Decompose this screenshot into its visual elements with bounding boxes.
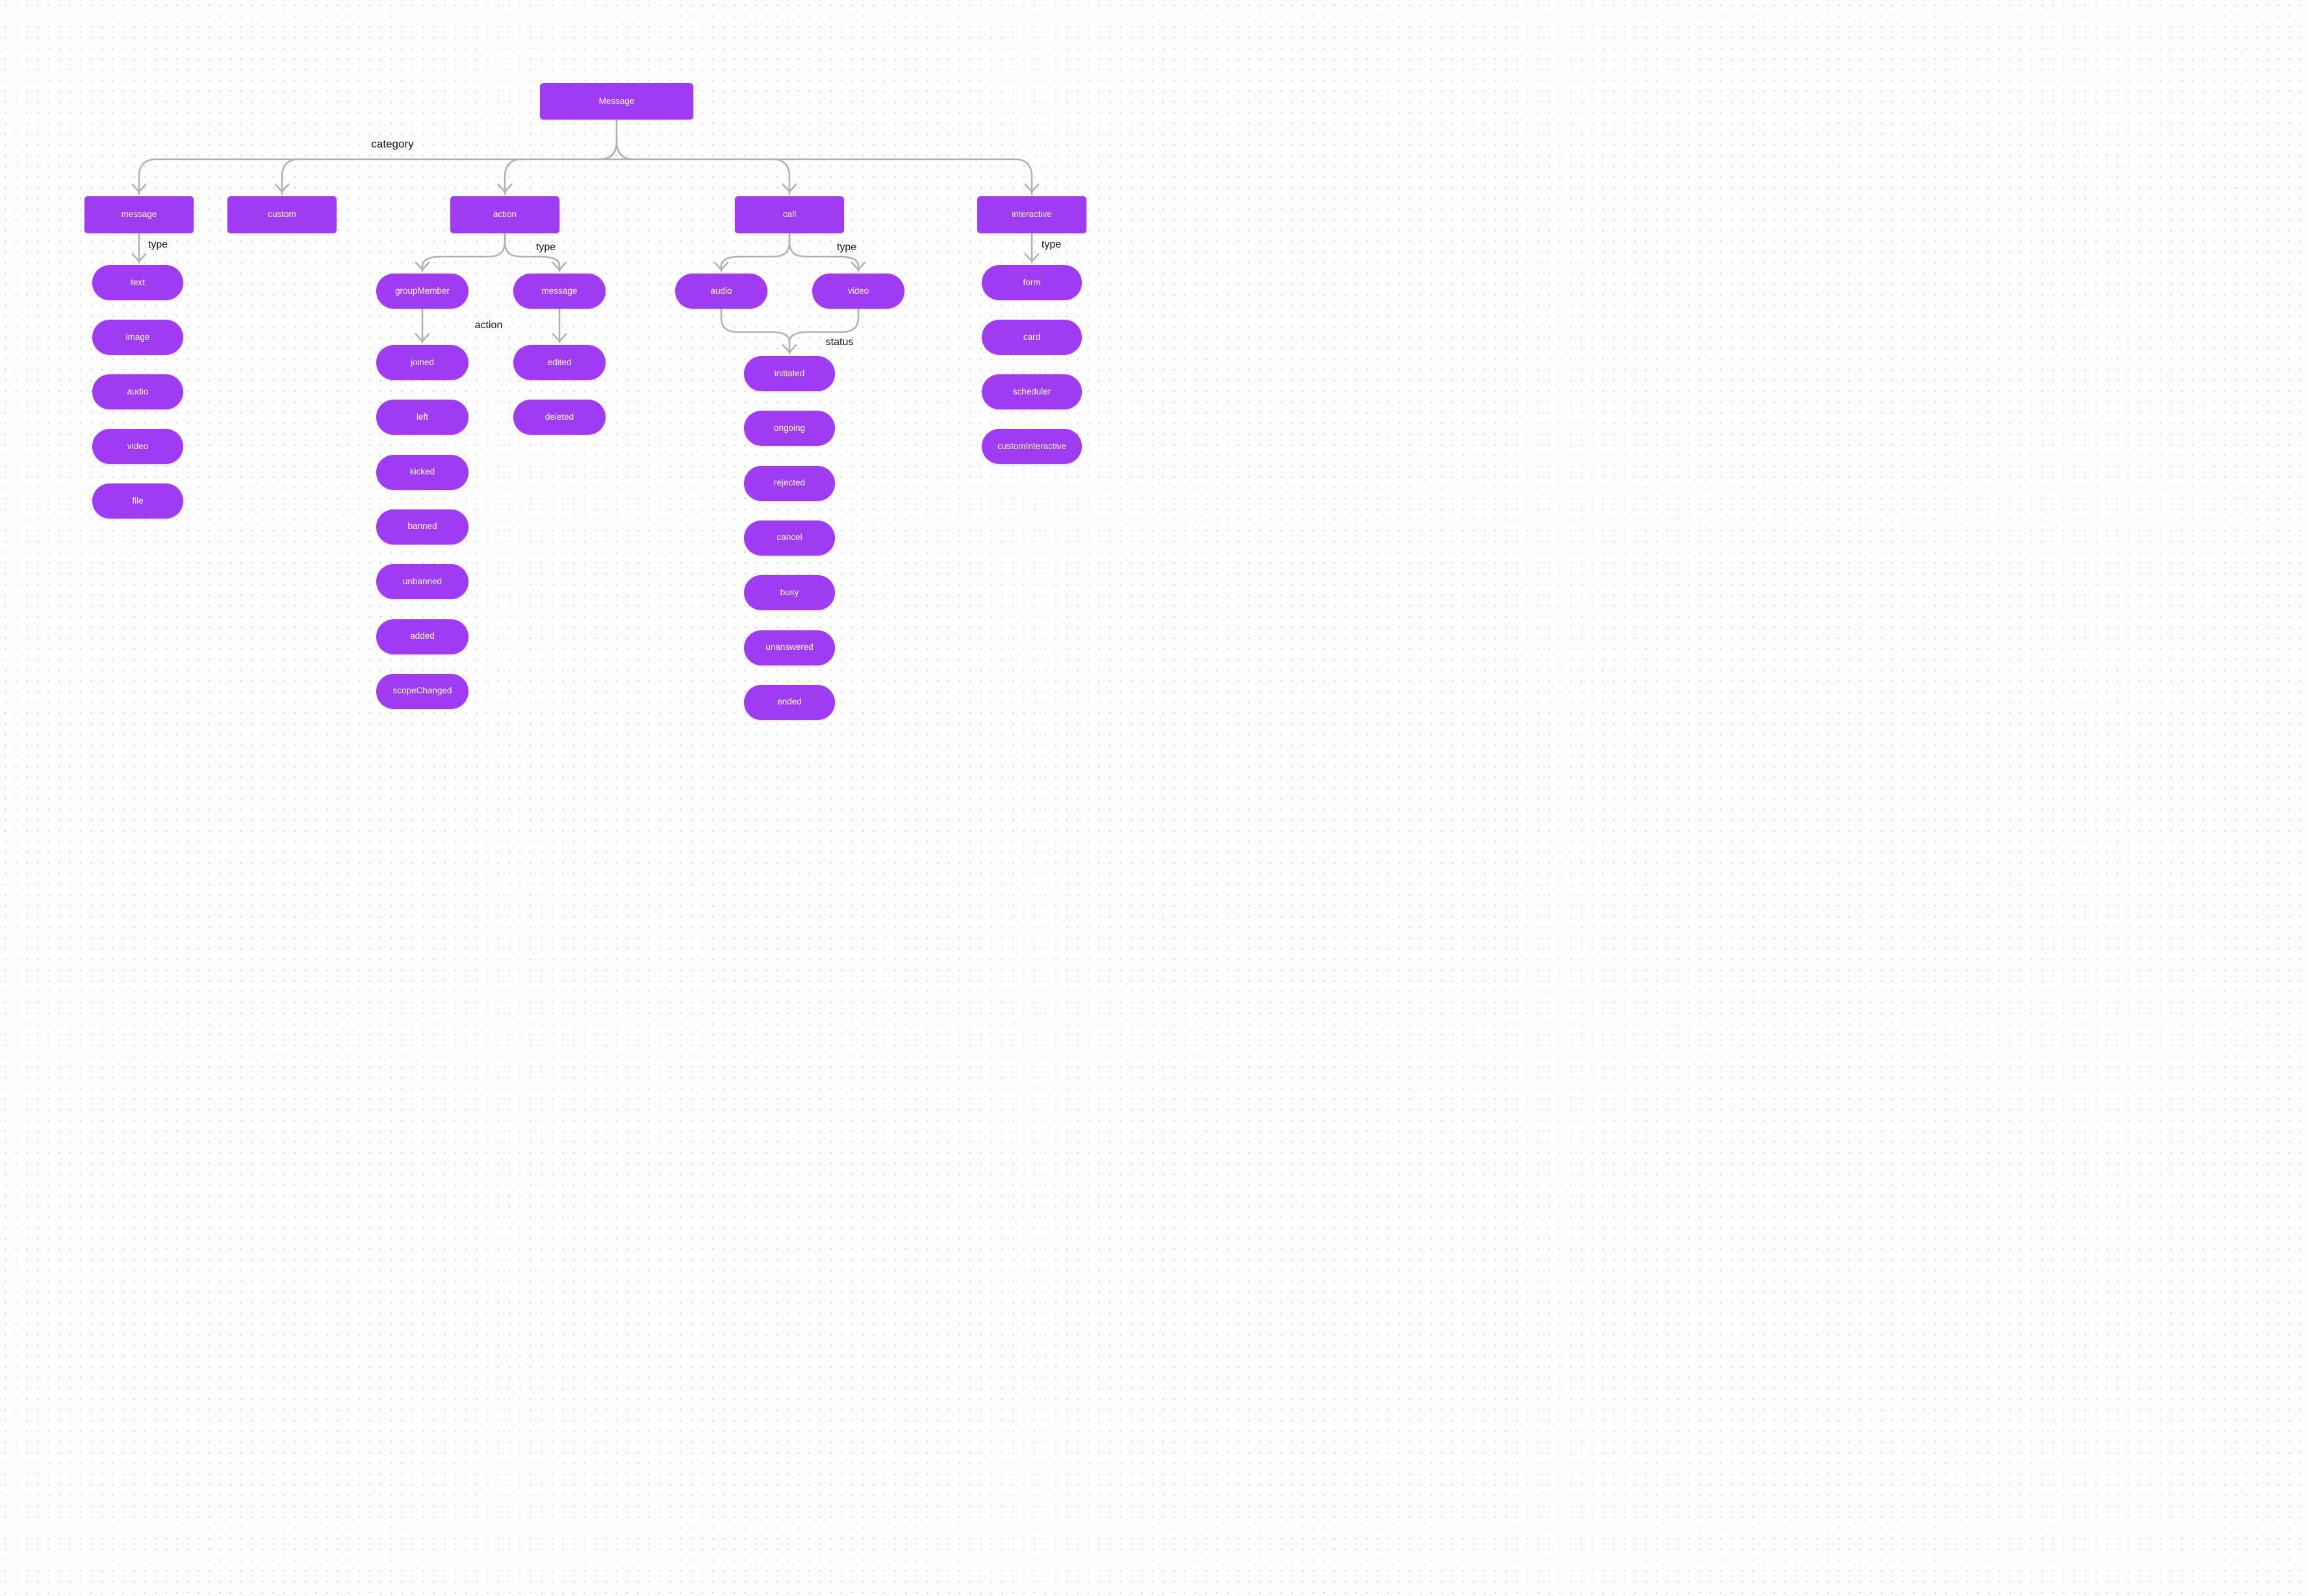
node-interactive-type-card: card bbox=[982, 320, 1082, 355]
node-action-type-message: message bbox=[513, 274, 606, 309]
node-interactive-type-form: form bbox=[982, 265, 1082, 300]
node-group-member-action-added: added bbox=[376, 619, 468, 654]
node-category-interactive: interactive bbox=[977, 196, 1086, 233]
arrowhead-interactive bbox=[1024, 183, 1040, 193]
node-interactive-type-scheduler: scheduler bbox=[982, 374, 1082, 409]
node-category-action: action bbox=[450, 196, 559, 233]
node-call-status-ended: ended bbox=[744, 684, 835, 720]
edge-drop-call bbox=[771, 158, 791, 196]
node-message-type-audio: audio bbox=[92, 374, 183, 409]
node-root-message: Message bbox=[540, 83, 693, 120]
node-group-member-action-scopeChanged: scopeChanged bbox=[376, 673, 468, 709]
arrowhead-action bbox=[497, 183, 513, 193]
edge-category-rail bbox=[138, 158, 1033, 196]
node-group-member-action-unbanned: unbanned bbox=[376, 564, 468, 600]
node-message-action-edited: edited bbox=[513, 345, 606, 380]
arrowhead-edited bbox=[552, 333, 567, 342]
edge-label-group-member-action: action bbox=[474, 320, 503, 331]
arrowhead-action-message bbox=[552, 261, 567, 271]
node-interactive-type-customInteractive: customInteractive bbox=[982, 429, 1082, 464]
node-group-member-action-joined: joined bbox=[376, 345, 468, 380]
edge-label-message-type: type bbox=[147, 239, 168, 250]
node-call-type-video: video bbox=[812, 274, 904, 309]
node-call-status-cancel: cancel bbox=[744, 520, 835, 556]
edge-label-call-status: status bbox=[825, 337, 854, 348]
edge-call-fork-left bbox=[720, 233, 791, 272]
node-group-member-action-kicked: kicked bbox=[376, 454, 468, 490]
arrowhead-call-audio bbox=[713, 261, 729, 271]
arrowhead-group-member bbox=[415, 261, 430, 271]
node-category-custom: custom bbox=[227, 196, 337, 233]
node-call-status-rejected: rejected bbox=[744, 465, 835, 501]
node-call-status-ongoing: ongoing bbox=[744, 411, 835, 446]
node-group-member-action-left: left bbox=[376, 400, 468, 435]
arrowhead-status bbox=[782, 344, 797, 354]
node-category-message: message bbox=[84, 196, 194, 233]
edge-label-call-type: type bbox=[836, 242, 857, 253]
arrowhead-interactive-type bbox=[1024, 253, 1040, 263]
edge-root-flare-right bbox=[615, 140, 635, 161]
edge-drop-custom bbox=[281, 158, 301, 196]
edge-label-action-type: type bbox=[535, 242, 556, 253]
edge-action-fork-left bbox=[421, 233, 506, 272]
arrowhead-custom bbox=[274, 183, 290, 193]
edge-label-interactive-type: type bbox=[1041, 239, 1062, 250]
arrowhead-call bbox=[782, 183, 797, 193]
edge-label-category: category bbox=[371, 138, 414, 150]
node-action-type-groupMember: groupMember bbox=[376, 274, 468, 309]
node-message-type-file: file bbox=[92, 483, 183, 519]
node-message-type-text: text bbox=[92, 265, 183, 300]
node-category-call: call bbox=[735, 196, 844, 233]
node-call-status-unanswered: unanswered bbox=[744, 630, 835, 665]
edge-drop-action bbox=[504, 158, 524, 196]
node-message-action-deleted: deleted bbox=[513, 400, 606, 435]
edge-root-flare-left bbox=[598, 140, 618, 161]
edge-status-merge-left bbox=[720, 307, 791, 355]
node-call-status-busy: busy bbox=[744, 575, 835, 611]
arrowhead-joined bbox=[415, 333, 430, 342]
node-group-member-action-banned: banned bbox=[376, 509, 468, 545]
node-message-type-video: video bbox=[92, 429, 183, 464]
flowchart-canvas: Message message custom action call interactiv… bbox=[0, 0, 1154, 798]
arrowhead-message-type bbox=[131, 253, 147, 263]
arrowhead-message bbox=[131, 183, 147, 193]
arrowhead-call-video bbox=[851, 261, 866, 271]
node-message-type-image: image bbox=[92, 320, 183, 355]
node-call-type-audio: audio bbox=[675, 274, 767, 309]
node-call-status-initiated: initiated bbox=[744, 356, 835, 391]
